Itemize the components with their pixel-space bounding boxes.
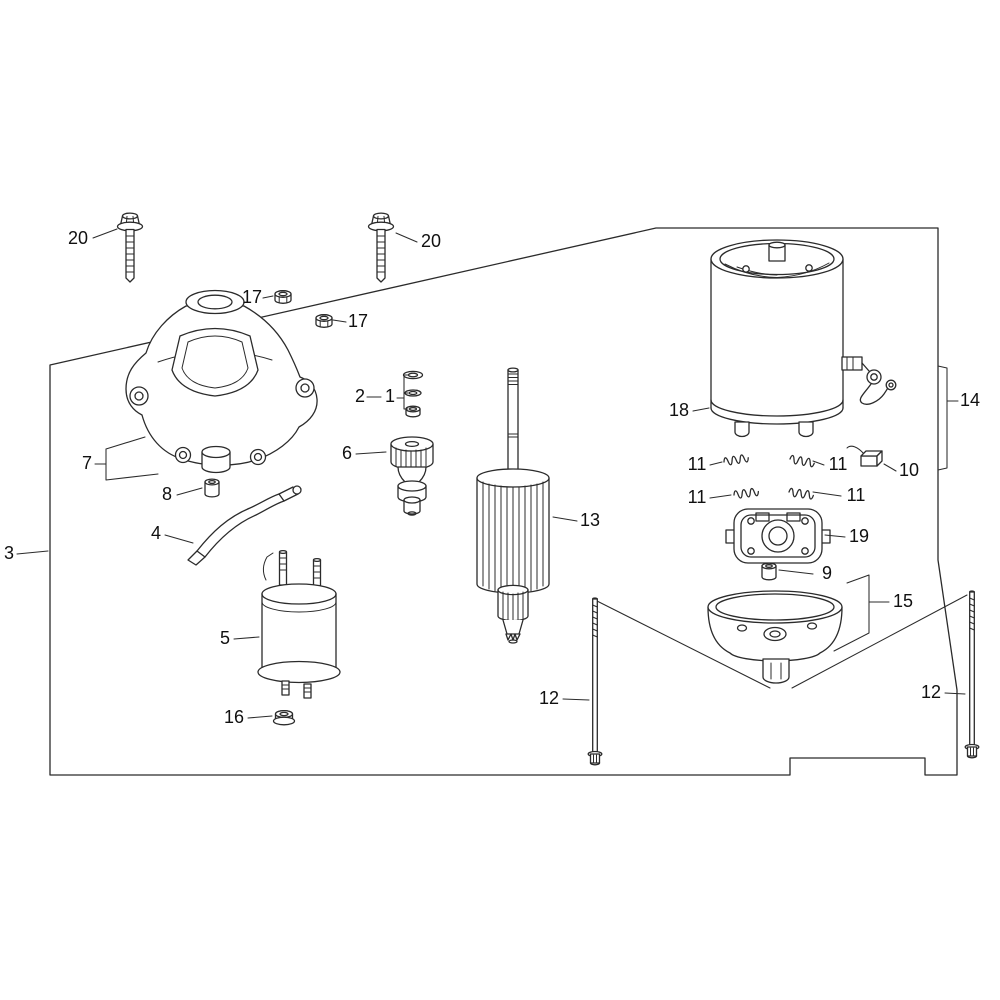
callout-brush-spring-bottom-left: 11 <box>688 487 707 507</box>
brush-spring-top-right <box>788 454 816 468</box>
flange-bolt-left <box>116 212 144 283</box>
bushing <box>761 562 777 581</box>
callout-gear-case: 7 <box>82 453 92 473</box>
callout-brush-spring-bottom-right: 11 <box>847 485 866 505</box>
callout-cover-outline: 3 <box>4 543 14 563</box>
brush-holder <box>725 508 831 564</box>
callout-through-bolt-left: 12 <box>539 688 559 708</box>
callout-terminal-nut: 16 <box>224 707 244 727</box>
callout-brush-holder: 19 <box>849 526 869 546</box>
callout-end-frame: 15 <box>893 591 913 611</box>
washer-stack <box>402 370 424 418</box>
assembly-axis-lines <box>596 594 968 689</box>
yoke-housing <box>710 239 897 438</box>
callout-through-bolt-right: 12 <box>921 682 941 702</box>
hex-nut-lower <box>315 314 333 328</box>
cover-outline <box>49 227 958 776</box>
callout-pinion-gear: 6 <box>342 443 352 463</box>
callout-brush-spring-top-right: 11 <box>829 454 848 474</box>
callout-flange-bolt-right: 20 <box>421 231 441 251</box>
callout-yoke-housing: 18 <box>669 400 689 420</box>
grommet <box>204 478 220 498</box>
callout-hex-nut-upper: 17 <box>242 287 262 307</box>
callout-bushing: 9 <box>822 563 832 583</box>
terminal-nut <box>272 709 296 726</box>
through-bolt-right <box>964 590 980 759</box>
callout-brush-spring-top-left: 11 <box>688 454 707 474</box>
callout-magnetic-switch: 5 <box>220 628 230 648</box>
magnetic-switch <box>257 549 341 699</box>
callout-washer-set: 1 <box>385 386 395 406</box>
yoke-terminal-lead <box>841 356 897 405</box>
brush-spring-top-left <box>722 453 750 467</box>
hex-nut-upper <box>274 290 292 304</box>
armature <box>476 367 550 644</box>
shift-lever <box>187 485 302 566</box>
callout-motor-assembly: 14 <box>960 390 980 410</box>
pinion-gear <box>390 436 434 516</box>
callout-flange-bolt-left: 20 <box>68 228 88 248</box>
end-frame <box>707 590 843 684</box>
flange-bolt-right <box>367 212 395 283</box>
callout-labels: 20 20 17 17 2 1 6 7 8 4 3 5 16 13 12 12 … <box>4 228 980 727</box>
brush-spring-bottom-right <box>787 487 815 500</box>
callout-grommet: 8 <box>162 484 172 504</box>
callout-armature: 13 <box>580 510 600 530</box>
brush-spring-bottom-left <box>732 487 760 500</box>
callout-hex-nut-lower: 17 <box>348 311 368 331</box>
callout-shift-lever: 4 <box>151 523 161 543</box>
carbon-brush <box>846 445 883 467</box>
callout-washer: 2 <box>355 386 365 406</box>
callout-carbon-brush: 10 <box>899 460 919 480</box>
through-bolt-left <box>587 597 603 766</box>
leader-lines <box>16 228 966 719</box>
gear-case-housing <box>125 289 318 474</box>
